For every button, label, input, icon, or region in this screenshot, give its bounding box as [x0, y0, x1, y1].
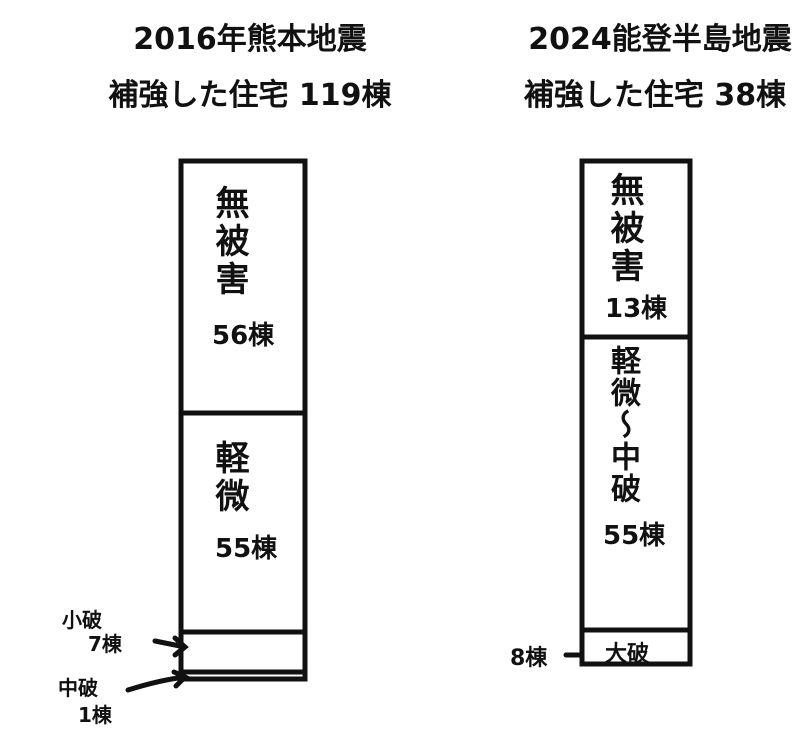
- right-seg-2-label: 軽微〜中破: [605, 345, 640, 505]
- left-bar: [178, 158, 308, 682]
- left-seg-1-label: 無被害: [209, 185, 249, 299]
- arrow-minor: [152, 635, 189, 658]
- left-seg-3-count: 7棟: [88, 632, 122, 656]
- right-seg-1-count: 13棟: [605, 294, 668, 324]
- right-bar: [579, 158, 693, 667]
- right-title-2: 補強した住宅 38棟: [523, 78, 787, 113]
- left-seg-3-label: 小破: [62, 608, 102, 632]
- arrow-moderate: [125, 669, 190, 693]
- left-title-2: 補強した住宅 119棟: [108, 78, 392, 113]
- right-seg-1-label: 無被害: [604, 172, 644, 286]
- right-title-1: 2024能登半島地震: [528, 22, 792, 57]
- left-seg-1-count: 56棟: [212, 321, 275, 351]
- left-seg-2-label: 軽微: [209, 440, 249, 516]
- left-title-1: 2016年熊本地震: [133, 22, 367, 57]
- right-seg-3-count: 8棟: [510, 646, 548, 671]
- left-seg-2-count: 55棟: [215, 534, 278, 564]
- right-seg-2-count: 55棟: [603, 521, 666, 551]
- left-seg-4-count: 1棟: [78, 703, 112, 727]
- left-seg-4-label: 中破: [58, 676, 98, 700]
- right-seg-3-label: 大破: [605, 642, 650, 667]
